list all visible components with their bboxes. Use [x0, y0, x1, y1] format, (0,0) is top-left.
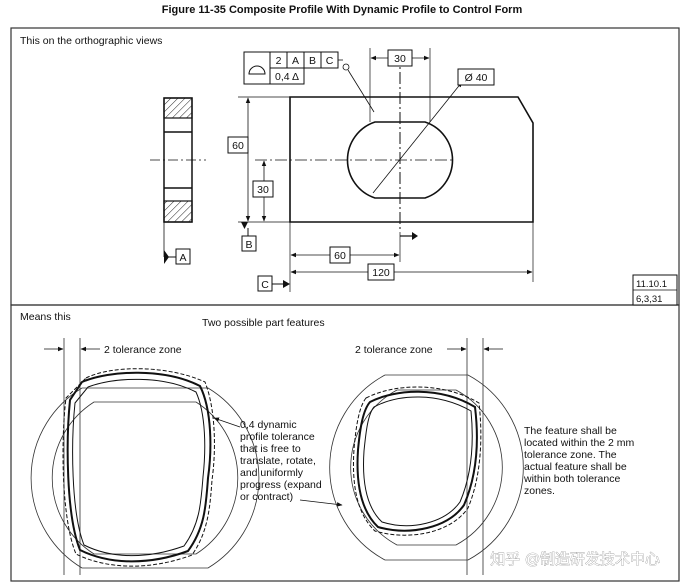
dynamic-leader-1: [213, 417, 241, 428]
dynamic-note-2: profile tolerance: [240, 431, 315, 443]
datum-b-box: [241, 235, 257, 252]
left-zone-label: 2 tolerance zone: [104, 344, 182, 356]
dim-30-height: 30: [257, 184, 269, 196]
dynamic-note-5: and uniformly: [240, 467, 304, 479]
feature-note-5: within both tolerance: [523, 473, 620, 485]
reference-line-2: 6,3,31: [636, 294, 662, 305]
reference-line-1: 11.10.1: [636, 279, 667, 290]
dynamic-note-7: or contract): [240, 491, 293, 503]
datum-c-box: [257, 275, 273, 292]
bottom-panel-subtitle: Two possible part features: [202, 317, 325, 329]
dim-120-x: 120: [372, 267, 390, 279]
bottom-panel-border: [10, 304, 680, 582]
right-zone-label: 2 tolerance zone: [355, 344, 433, 356]
right-tolerance-zone: [329, 338, 524, 575]
fcf-datum-a: A: [292, 55, 299, 67]
dynamic-note-6: progress (expand: [240, 479, 322, 491]
fcf-tolerance-2: 2: [276, 55, 282, 67]
profile-symbol-icon: [248, 65, 266, 75]
dim-60-x: 60: [334, 250, 346, 262]
dynamic-note-1: 0,4 dynamic: [240, 419, 297, 431]
side-view: [150, 97, 206, 265]
figure-title: Figure 11-35 Composite Profile With Dyna…: [162, 4, 523, 16]
feature-note-2: located within the 2 mm: [524, 437, 635, 449]
dim-diameter: Ø 40: [465, 72, 488, 84]
feature-note-6: zones.: [524, 485, 555, 497]
dynamic-note-4: translate, rotate,: [240, 455, 316, 467]
datum-c-label: C: [261, 279, 269, 291]
profiled-feature: [346, 121, 454, 199]
bottom-panel-caption: Means this: [20, 311, 71, 323]
fcf-datum-b: B: [309, 55, 316, 67]
feature-control-frame: [243, 51, 375, 113]
feature-note-1: The feature shall be: [524, 425, 617, 437]
fcf-datum-c: C: [326, 55, 334, 67]
left-tolerance-zone: [30, 338, 260, 575]
dynamic-leader-2: [299, 499, 343, 507]
feature-note-4: actual feature shall be: [524, 461, 627, 473]
dynamic-note-3: that is free to: [240, 443, 301, 455]
datum-a-label: A: [179, 252, 186, 264]
top-panel-caption: This on the orthographic views: [20, 35, 162, 47]
fcf-dynamic-tolerance: 0,4 Δ: [275, 71, 299, 83]
part-outline: [289, 96, 534, 223]
diameter-leader: [372, 81, 463, 194]
feature-note-3: tolerance zone. The: [524, 449, 617, 461]
datum-b-label: B: [245, 239, 252, 251]
watermark: 知乎 @制造研发技术中心: [490, 550, 660, 568]
dim-30-top: 30: [394, 53, 406, 65]
dim-60-height: 60: [232, 140, 244, 152]
